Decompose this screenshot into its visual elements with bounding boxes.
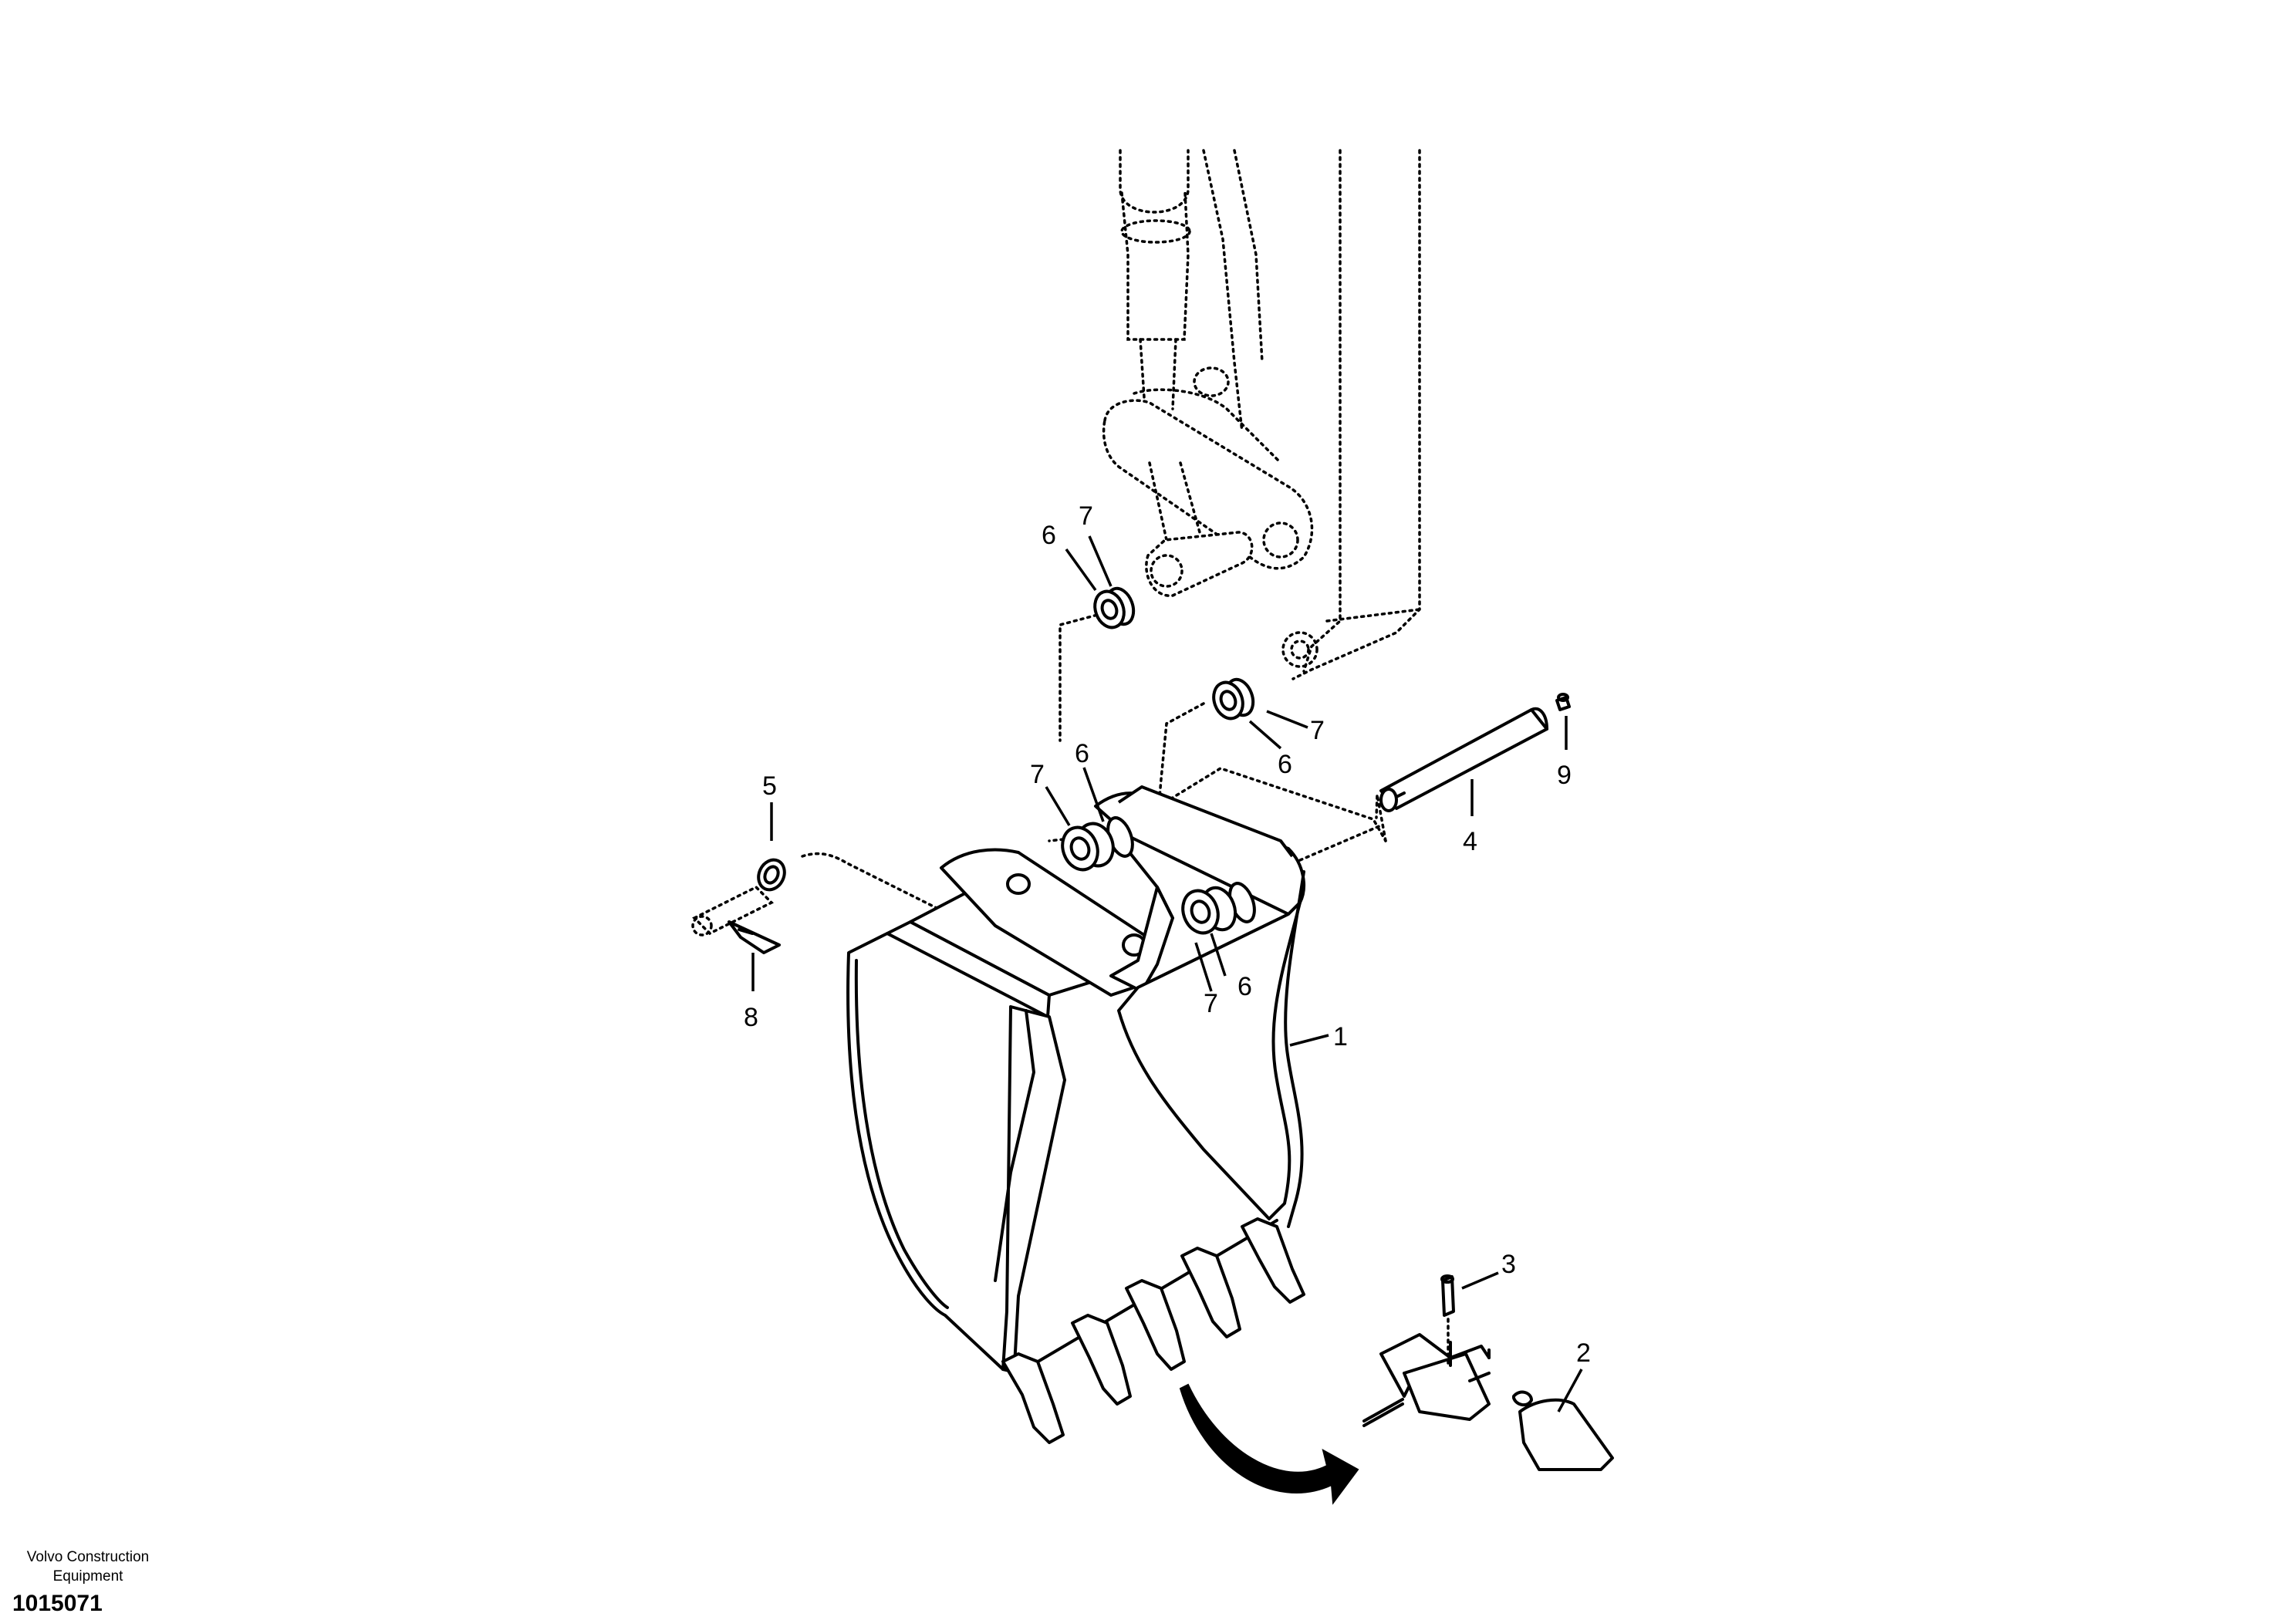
company-line-1: Volvo Construction [26,1549,150,1565]
ring-part-5 [757,858,786,892]
callout-3: 3 [1501,1250,1516,1279]
callout-6-mid: 6 [1278,750,1292,779]
callout-9: 9 [1557,761,1572,790]
pin-part-8-assembly [691,885,781,954]
document-number: 1015071 [12,1591,103,1616]
bolt-part-9 [1555,693,1571,711]
dotted-routing-lines [801,612,1387,985]
bucket-teeth [1001,1217,1305,1444]
company-name: Volvo Construction Equipment [12,1547,164,1586]
callout-7-left: 7 [1030,760,1045,789]
callout-6-right: 6 [1237,972,1252,1001]
callout-2: 2 [1576,1338,1591,1368]
company-line-2: Equipment [52,1568,123,1585]
callout-4: 4 [1463,827,1477,856]
callout-7-mid: 7 [1310,716,1325,745]
callout-6-left: 6 [1075,739,1089,768]
callout-1: 1 [1333,1022,1348,1051]
curved-arrow [1179,1383,1359,1505]
bushing-shim-group-right [1181,882,1256,935]
leader-lines [751,535,1583,1412]
callout-7-right: 7 [1204,989,1218,1018]
bucket-part-1 [846,785,1305,1444]
tooth-adapter-detail [1362,1274,1614,1471]
callout-8: 8 [744,1003,758,1032]
bushing-shim-group-mid [1212,677,1255,721]
callout-5: 5 [762,771,777,801]
callout-7-top: 7 [1079,501,1093,531]
callout-labels: 1 2 3 4 5 6 7 7 6 7 6 7 6 8 9 [744,501,1591,1368]
callout-6-top: 6 [1042,521,1056,550]
bushing-shim-group-left [1061,816,1134,872]
bushing-shim-group-top [1093,586,1136,629]
pin-part-4 [1379,707,1548,812]
arm-assembly-ghost [1102,149,1421,680]
